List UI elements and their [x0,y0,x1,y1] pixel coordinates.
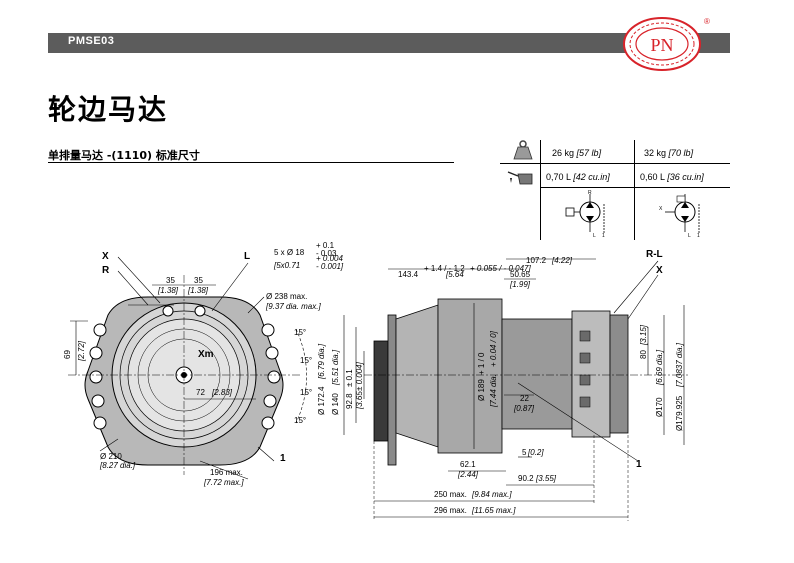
dim-35a-in: [1.38] [157,286,179,295]
side-view: R-L X 1 107.2 [4.22] 143.4 + 1.4 / - 1.2… [317,249,688,521]
weight-2: 32 kg [70 lb] [644,148,694,158]
d928-in-tol: ± 0.004] [355,361,364,391]
dim-5065-in: [1.99] [509,280,531,289]
weight-icon [513,140,533,160]
d140-in: [5.51 dia.] [331,349,340,386]
dim-22-in: [0.87] [513,404,535,413]
d238: Ø 238 max. [266,292,307,301]
d189-tol: + 1 / 0 [477,352,486,375]
side-label-1: 1 [636,459,642,470]
dim-72-in: [2.83] [211,388,233,397]
front-label-r: R [102,265,110,276]
holes-tol-up: + 0.1 [316,241,335,250]
dim-69: 69 [63,350,72,359]
document-code: PMSE03 [68,35,115,47]
dim-296-in: [11.65 max.] [471,506,516,515]
hydraulic-schematic-2: X L 1 [659,194,700,238]
schematic-label-r: R [588,190,592,196]
dim-5065: 50.65 [510,270,531,279]
dim-902-in: [3.55] [535,474,557,483]
d179: Ø179.925 [675,395,684,431]
spec-table: 26 kg [57 lb] 32 kg [70 lb] 0,70 L [42 c… [500,140,730,240]
front-view: X R L Xm 1 35 [1.38] 35 [1.38] 5 x Ø 18 … [63,241,344,487]
dim-80: 80 [639,350,648,359]
angle-1: 15° [294,328,306,337]
front-label-l: L [244,251,250,262]
section-subtitle: 单排量马达 -(1110) 标准尺寸 [48,149,200,162]
dim-35b-in: [1.38] [187,286,209,295]
holes-tol-dn: - 0.03 [316,249,337,258]
header-bar [48,33,730,53]
dim-143: 143.4 [398,270,419,279]
d170: Ø170 [655,397,664,417]
schematic-port-l: L [593,233,596,238]
front-label-1: 1 [280,453,286,464]
side-label-rl: R-L [646,249,663,260]
d210: Ø 210 [100,452,122,461]
d210-in: [8.27 dia.] [99,461,136,470]
dim-143-in-tol: + 0.055 / - 0.047] [470,264,531,273]
dim-5: 5 [522,448,527,457]
dim-250: 250 max. [434,490,467,499]
dim-143-in: [5.64 [445,270,464,279]
dim-35b: 35 [194,276,203,285]
oil-can-icon [507,171,533,185]
d1724-in: [6.79 dia.] [317,343,326,380]
holes-spec: 5 x Ø 18 [274,248,305,257]
dim-196: 196 max. [210,468,243,477]
technical-drawing: X R L Xm 1 35 [1.38] 35 [1.38] 5 x Ø 18 … [63,241,688,521]
d179-in: [7.0837 dia.] [675,342,684,388]
schematic-port-l-2: L [688,233,691,238]
d928-in: [3.65 [355,391,364,410]
volume-1: 0,70 L [42 cu.in] [546,172,610,182]
front-label-x: X [102,251,109,262]
schematic-port-1-2: 1 [697,233,700,238]
d928-tol: ± 0.1 [345,369,354,387]
registered-mark: ® [704,17,710,26]
dim-296: 296 max. [434,506,467,515]
holes-in-dn: - 0.001] [316,262,344,271]
d1724: Ø 172.4 [317,386,326,415]
d189: Ø 189 [477,379,486,401]
schematic-label-x: X [659,206,663,212]
dim-107: 107.2 [526,256,547,265]
subtitle-underline [48,162,454,163]
page-title: 轮边马达 [48,93,169,126]
dim-143-tol: + 1.4 / - 1.2 [424,264,465,273]
dim-69-in: [2.72] [77,340,86,362]
dim-621: 62.1 [460,460,476,469]
dim-250-in: [9.84 max.] [471,490,512,499]
holes-spec-in: [5x0.71 [273,261,300,270]
dim-5-in: [0.2] [527,448,544,457]
dim-22: 22 [520,394,529,403]
dim-107-in: [4.22] [551,256,573,265]
side-label-x: X [656,265,663,276]
dim-35a: 35 [166,276,175,285]
d189-in-tol: + 0.04 / 0] [489,330,498,367]
dim-621-in: [2.44] [457,470,479,479]
angle-3: 15° [300,388,312,397]
d238-in: [9.37 dia. max.] [265,302,321,311]
volume-2: 0,60 L [36 cu.in] [640,172,704,182]
d140: Ø 140 [331,393,340,415]
dim-902: 90.2 [518,474,534,483]
logo-text: PN [650,35,673,55]
angle-4: 15° [294,416,306,425]
d189-in: [7.44 dia. [489,374,498,408]
front-label-xm: Xm [198,349,214,360]
dim-196-in: [7.72 max.] [203,478,244,487]
hydraulic-schematic-1: R L 1 [565,190,605,238]
brand-logo: PN ® [623,17,710,71]
dim-72: 72 [196,388,205,397]
schematic-port-1: 1 [602,233,605,238]
weight-1: 26 kg [57 lb] [552,148,602,158]
d170-in: [6.69 dia.] [655,349,664,386]
dim-80-in: [3.15] [639,324,648,346]
angle-2: 15° [300,356,312,365]
holes-in-up: + 0.004 [316,254,343,263]
d928: 92.8 [345,393,354,409]
